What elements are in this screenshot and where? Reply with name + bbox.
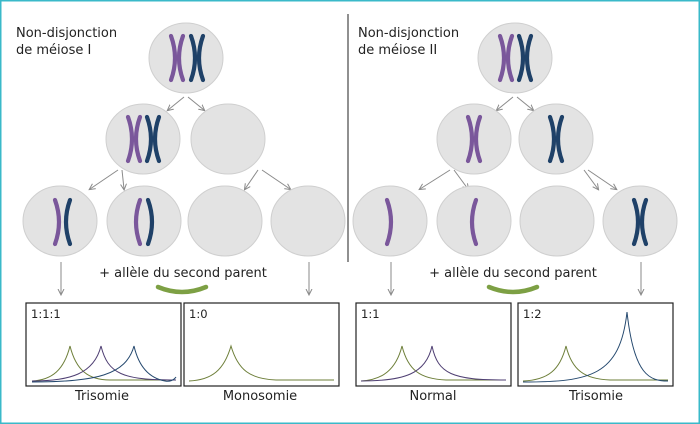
result-ratio: 1:0 [189,307,208,321]
gamete-disomic [106,185,182,257]
split-arrow [187,96,204,110]
cell-body [190,103,266,175]
cell-body [187,185,263,257]
trace-curve [31,345,177,382]
trace-curve [31,345,176,382]
result-box-2: 1:0 Monosomie [183,302,340,404]
parent-cell-body [477,22,553,94]
cell-body [270,185,346,257]
cell-body [519,185,595,257]
chromatid-icon [63,197,73,247]
result-box-4: 1:2 Trisomie [517,302,674,404]
chromatid-icon [145,197,155,247]
partner-allele-icon [155,284,209,295]
gamete-monosomic-purple [352,185,428,257]
chromosome-icon [188,33,206,83]
chromosome-icon [516,33,534,83]
split-arrow [587,169,616,189]
result-ratio: 1:1 [361,307,380,321]
result-label: Trisomie [568,389,623,404]
trace-curve [522,311,669,383]
parent-cell [477,22,553,94]
left-title-line2: de méiose I [16,43,91,58]
split-arrow [261,169,290,189]
result-label: Monosomie [223,389,297,404]
trace-curve [360,345,507,382]
split-arrow [245,169,259,189]
chromosome-icon [497,33,515,83]
meiosis1-empty-cell [190,103,266,175]
meiosis2-cell-purple [436,103,512,175]
result-frame [355,302,512,387]
chromatid-icon [133,197,143,247]
trace-curve [522,345,668,382]
trace-curve [31,345,177,383]
right-caption: + allèle du second parent [429,266,597,281]
gamete-nullisomic [187,185,263,257]
chromosome-icon [125,114,143,164]
gamete-disomic-navy [602,185,678,257]
chromosome-icon [168,33,186,83]
result-box-3: 1:1 Normal [355,302,512,404]
chromosome-icon [465,114,483,164]
chromatid-icon [52,197,62,247]
result-frame [183,302,340,387]
split-arrow [90,169,119,189]
split-arrow [516,96,533,110]
cell-body [105,103,181,175]
chromatid-icon [469,197,479,247]
split-arrow [583,169,598,189]
split-arrow [420,169,451,189]
left-panel: + allèle du second parent [22,22,346,295]
result-label: Normal [409,389,456,404]
result-ratio: 1:1:1 [31,307,61,321]
trace-curve [360,345,506,382]
gamete-nullisomic [519,185,595,257]
split-arrow [168,96,185,110]
gamete-monosomic-purple [436,185,512,257]
cell-body [106,185,182,257]
result-frame [25,302,182,387]
left-title-line1: Non-disjonction [16,26,117,41]
parent-cell-body [148,22,224,94]
gamete-disomic [22,185,98,257]
right-panel: + allèle du second parent [352,22,678,295]
split-arrow [453,169,468,189]
meiosis1-cell-with-both [105,103,181,175]
chromosome-icon [547,114,565,164]
right-title-line2: de méiose II [358,43,437,58]
gamete-nullisomic [270,185,346,257]
right-title-line1: Non-disjonction [358,26,459,41]
left-caption: + allèle du second parent [99,266,267,281]
result-ratio: 1:2 [523,307,542,321]
partner-allele-icon [486,284,540,295]
parent-cell [148,22,224,94]
chromatid-icon [384,197,394,247]
split-arrow [122,169,124,189]
meiosis2-cell-navy [518,103,594,175]
split-arrow [497,96,514,110]
result-label: Trisomie [74,389,129,404]
chromosome-icon [631,197,649,247]
result-box-1: 1:1:1 Trisomie [25,302,182,404]
trace-curve [188,344,334,382]
chromosome-icon [144,114,162,164]
